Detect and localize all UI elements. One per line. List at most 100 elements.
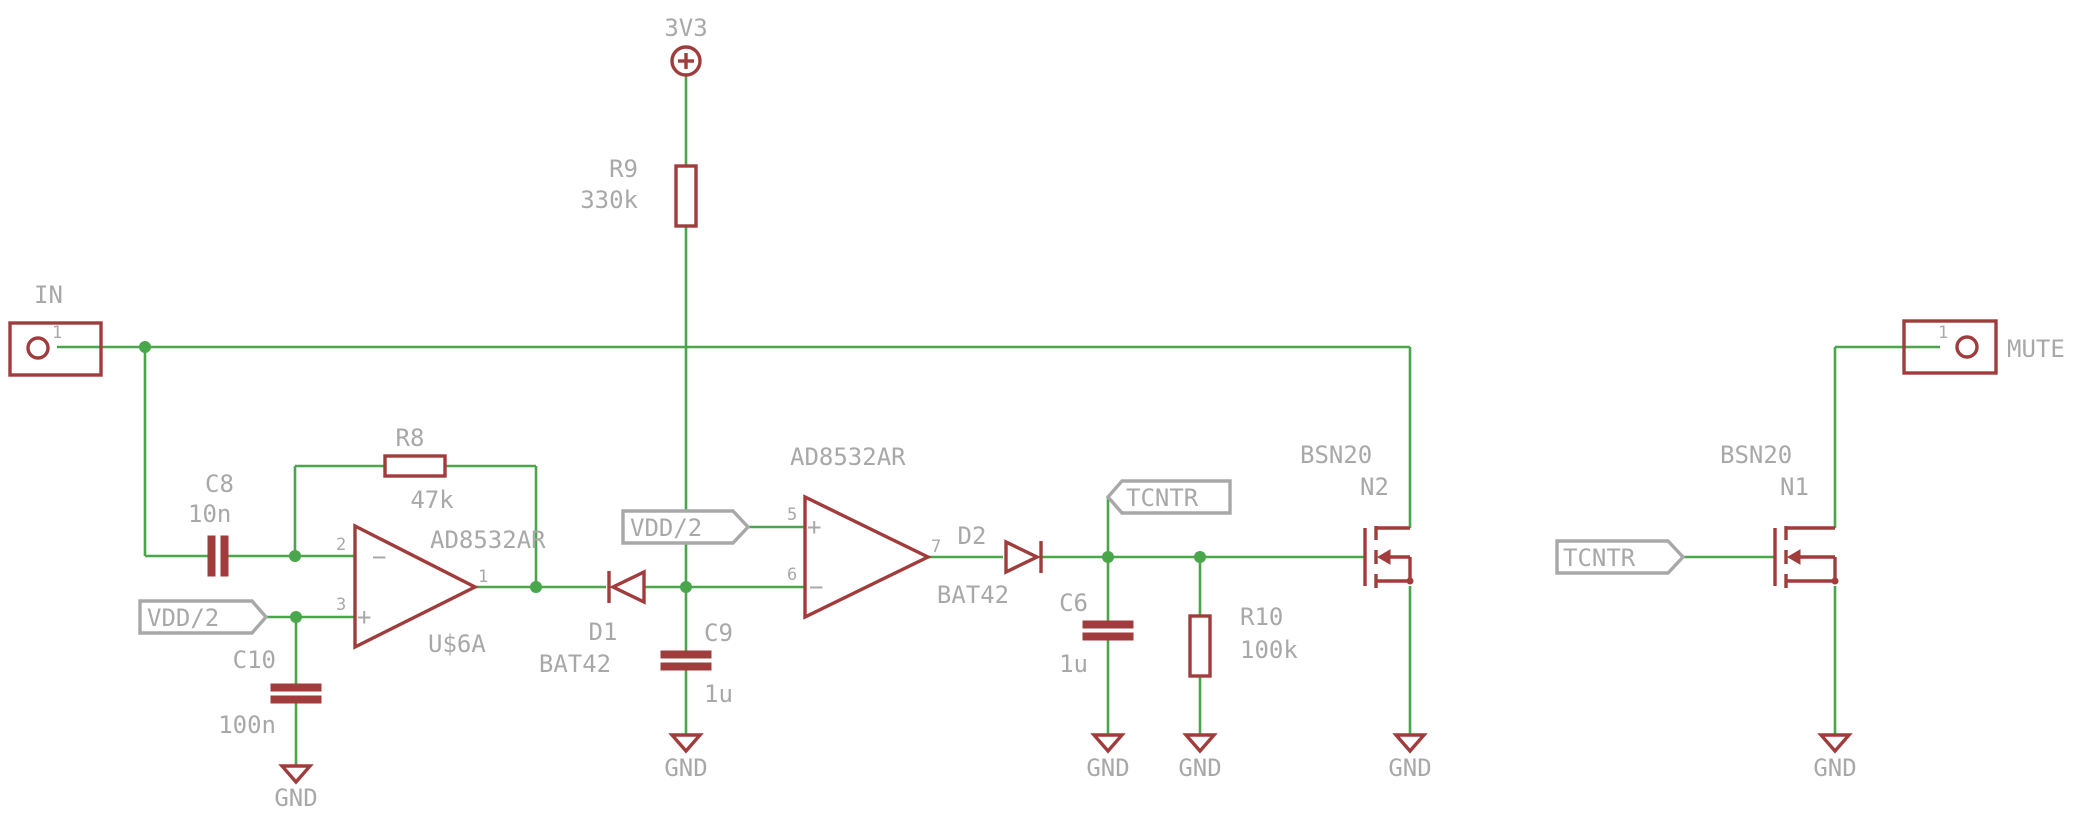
capacitor-c9-value: 1u — [704, 680, 733, 708]
supply-label: 3V3 — [664, 14, 707, 42]
resistor-r10-body — [1188, 614, 1212, 678]
opamp-u6a-ref: U$6A — [428, 630, 486, 658]
net-label-vdd-2-text: VDD/2 — [630, 514, 702, 542]
opamp-u6a-minus-sign: − — [372, 543, 386, 571]
supply-3v3: 3V3 — [664, 14, 708, 77]
junction — [530, 581, 542, 593]
resistor-r10-value: 100k — [1240, 636, 1298, 664]
resistor-r10-ref: R10 — [1240, 603, 1283, 631]
opamp-u6a: − + 2 3 1 AD8532AR U$6A — [336, 523, 546, 658]
junction — [139, 341, 151, 353]
capacitor-c10-plate-b — [270, 695, 322, 704]
opamp-u6b-pin-minus: 6 — [787, 565, 797, 585]
capacitor-c10: C10 100n — [218, 646, 322, 739]
ground-symbol — [278, 764, 314, 785]
capacitor-c6: C6 1u — [1059, 589, 1134, 678]
opamp-u6b-pin-plus: 5 — [787, 505, 797, 525]
mosfet-n2-arrow — [1377, 549, 1391, 565]
ground-symbol — [1182, 733, 1218, 754]
net-label-vdd-1-outline — [138, 599, 269, 635]
ground-c10: GND — [274, 764, 318, 812]
connector-mute-label: MUTE — [2007, 335, 2065, 363]
opamp-u6b-minus-sign: − — [809, 573, 823, 601]
capacitor-c9-plate-b — [660, 662, 712, 671]
resistor-r8-value: 47k — [410, 486, 454, 514]
junction — [290, 611, 302, 623]
ground-c9: GND — [664, 733, 708, 782]
capacitor-c8-plate-r — [220, 535, 229, 577]
ground-r10-label: GND — [1178, 754, 1221, 782]
ground-symbol — [1817, 733, 1853, 754]
mosfet-n1-dot — [1831, 577, 1839, 585]
diode-d2: D2 BAT42 — [937, 522, 1043, 609]
supply-symbol — [670, 45, 702, 77]
capacitor-c6-plate-t — [1082, 620, 1134, 629]
ground-c6: GND — [1086, 733, 1130, 782]
net-label-tcntr-1-text: TCNTR — [1126, 484, 1199, 512]
resistor-r9: R9 330k — [580, 155, 698, 228]
capacitor-c6-value: 1u — [1059, 650, 1088, 678]
capacitor-c9-ref: C9 — [704, 619, 733, 647]
capacitor-c9-plate-t — [660, 650, 712, 659]
resistor-r9-body — [674, 164, 698, 228]
resistor-r8: R8 47k — [383, 424, 454, 514]
opamp-u6a-pin-minus: 2 — [336, 535, 346, 555]
connector-in: 1 IN — [8, 281, 103, 377]
mosfet-n1-value: BSN20 — [1720, 441, 1792, 469]
junction — [1194, 551, 1206, 563]
connector-mute-body — [1902, 319, 1998, 375]
capacitor-c8-plate-l — [207, 535, 216, 577]
connector-in-label: IN — [34, 281, 63, 309]
wires — [57, 76, 1940, 766]
mosfet-n1-arrow — [1787, 549, 1801, 565]
net-label-tcntr-2-text: TCNTR — [1563, 544, 1636, 572]
junction — [289, 550, 301, 562]
mosfet-n2-ref: N2 — [1360, 473, 1389, 501]
capacitor-c8-value: 10n — [188, 500, 231, 528]
capacitor-c10-plate-t — [270, 683, 322, 692]
diode-d1-ref: D1 — [589, 618, 618, 646]
net-label-vdd-1: VDD/2 — [138, 599, 269, 635]
ground-symbol — [1392, 733, 1428, 754]
connector-in-pad — [26, 336, 50, 360]
opamp-u6a-body — [353, 523, 479, 650]
opamp-u6a-pin-out: 1 — [478, 567, 488, 587]
opamp-u6b-value: AD8532AR — [790, 443, 906, 471]
capacitor-c8: C8 10n — [188, 470, 234, 577]
diode-d2-value: BAT42 — [937, 581, 1009, 609]
connector-mute: 1 MUTE — [1902, 319, 2065, 375]
net-label-tcntr-1: TCNTR — [1105, 479, 1232, 515]
ground-symbol — [1090, 733, 1126, 754]
opamp-u6a-plus-sign: + — [357, 603, 371, 631]
capacitor-c8-ref: C8 — [205, 470, 234, 498]
net-label-tcntr-2-outline — [1555, 539, 1686, 575]
ground-c6-label: GND — [1086, 754, 1129, 782]
resistor-r9-value: 330k — [580, 186, 638, 214]
diode-d2-ref: D2 — [958, 522, 987, 550]
net-label-vdd-2: VDD/2 — [621, 509, 751, 545]
connector-in-body — [8, 321, 103, 377]
resistor-r9-ref: R9 — [609, 155, 638, 183]
resistor-r8-body — [383, 454, 447, 478]
ground-n1: GND — [1813, 733, 1857, 782]
opamp-u6a-pin-plus: 3 — [336, 595, 346, 615]
opamp-u6b-plus-sign: + — [807, 513, 821, 541]
connector-in-pin: 1 — [52, 323, 62, 343]
net-label-vdd-1-text: VDD/2 — [147, 604, 219, 632]
capacitor-c6-plate-b — [1082, 632, 1134, 641]
mosfet-n1-ref: N1 — [1780, 473, 1809, 501]
diode-d1-body — [609, 569, 646, 605]
resistor-r10: R10 100k — [1188, 603, 1298, 678]
ground-n2-label: GND — [1388, 754, 1431, 782]
ground-n1-label: GND — [1813, 754, 1856, 782]
net-label-vdd-2-outline — [621, 509, 751, 545]
net-label-tcntr-1-outline — [1105, 479, 1232, 515]
ground-c10-label: GND — [274, 784, 317, 812]
resistor-r8-ref: R8 — [396, 424, 425, 452]
diode-d2-body — [1004, 539, 1041, 575]
ground-n2: GND — [1388, 733, 1432, 782]
connector-mute-pin: 1 — [1938, 323, 1948, 343]
capacitor-c9: C9 1u — [660, 619, 733, 708]
junction — [680, 581, 692, 593]
